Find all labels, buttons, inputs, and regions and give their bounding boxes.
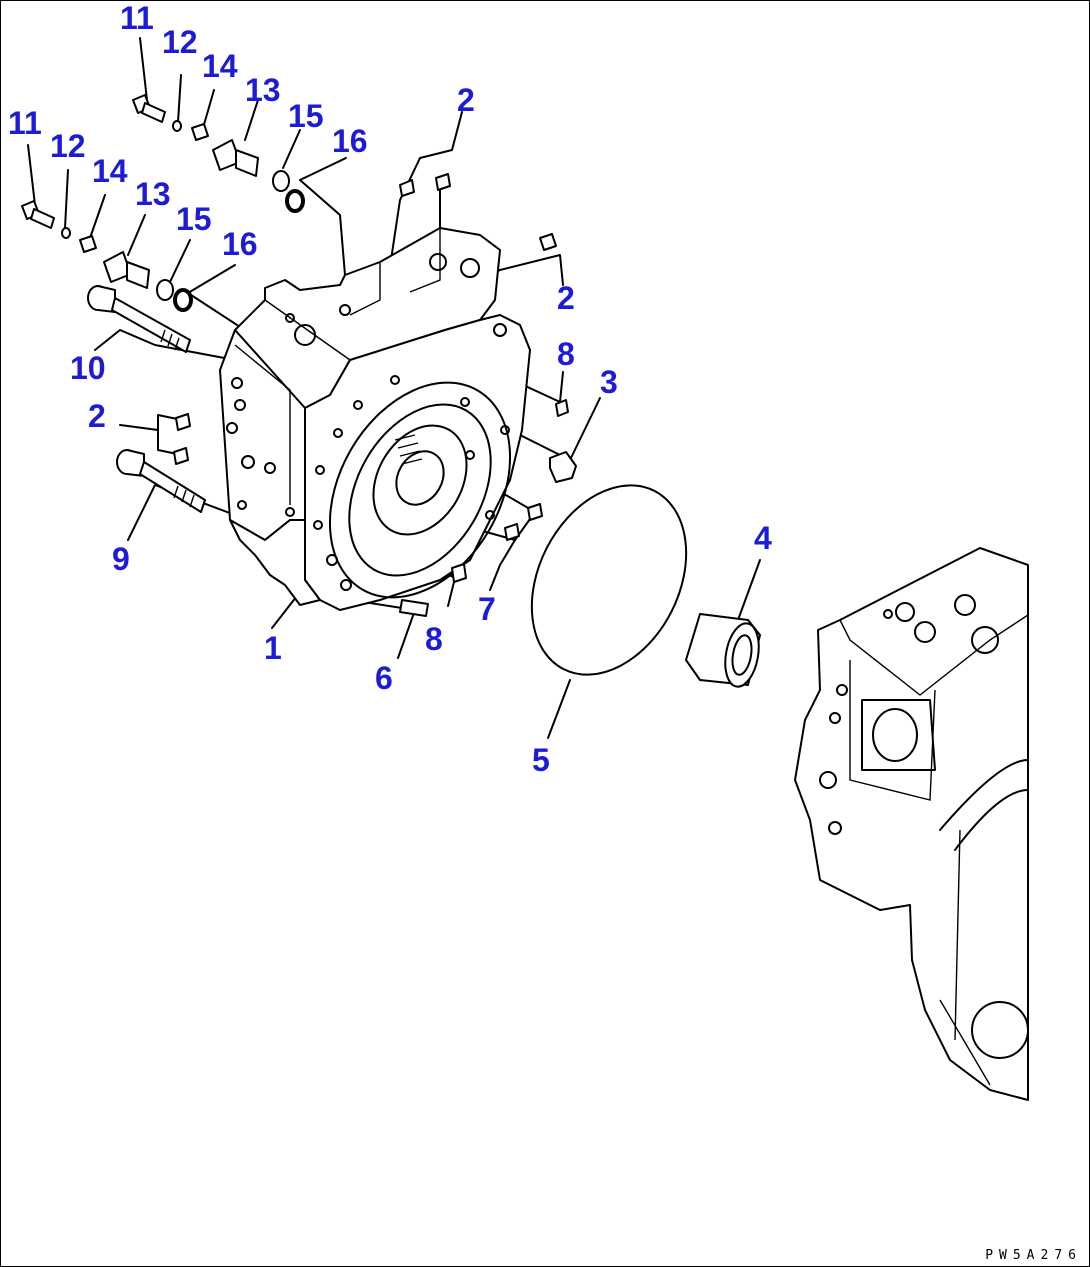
screws [173,173,577,617]
callout-12-upper: 12 [162,24,198,60]
callout-1: 1 [264,630,282,666]
callout-4: 4 [754,520,772,556]
callout-2-left: 2 [88,398,106,434]
callout-8-upper: 8 [557,336,575,372]
bolt-10 [87,285,191,353]
callout-3: 3 [600,364,618,400]
callout-13-upper: 13 [245,72,281,108]
callout-16-lower: 16 [222,226,258,262]
callout-6: 6 [375,660,393,696]
callout-13-lower: 13 [135,176,171,212]
engine-housing [794,547,1029,1101]
drawing-code: PW5A276 [985,1248,1082,1263]
callout-11-upper: 11 [120,0,154,36]
callout-10: 10 [70,350,106,386]
o-ring-5 [530,484,688,676]
callout-8-lower: 8 [425,621,443,657]
callout-5: 5 [532,742,550,778]
callout-2-top: 2 [457,82,475,118]
callout-9: 9 [112,541,130,577]
fittings-lower [21,200,193,312]
callout-11-lower: 11 [8,105,42,141]
bolt-9 [116,449,206,513]
callout-14-lower: 14 [92,153,128,189]
bushing-4 [685,613,761,688]
callout-15-upper: 15 [288,98,324,134]
leader-lines [27,37,761,739]
callout-14-upper: 14 [202,48,238,84]
fittings-upper [132,94,305,213]
callout-15-lower: 15 [176,201,212,237]
callout-2-right: 2 [557,280,575,316]
callout-16-upper: 16 [332,123,368,159]
callout-7: 7 [478,591,496,627]
pump-body [219,227,531,611]
callout-12-lower: 12 [50,128,86,164]
